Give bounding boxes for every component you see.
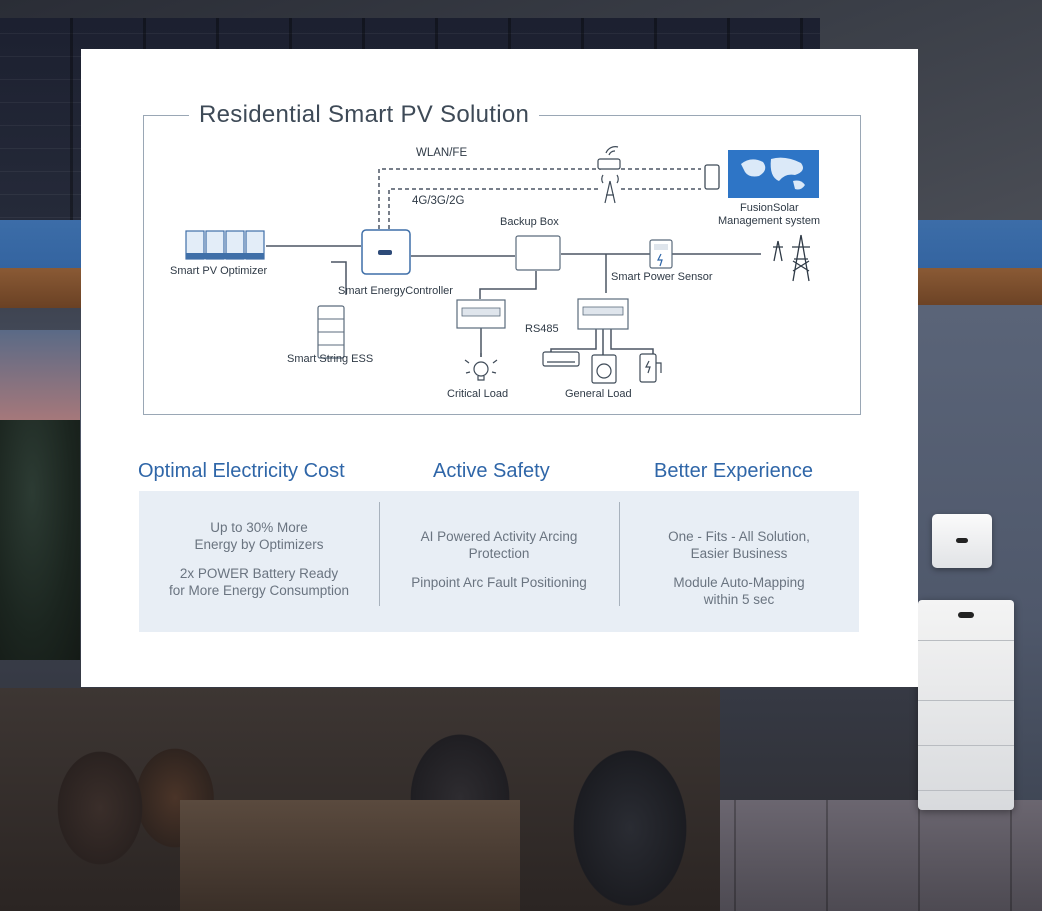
benefit-safety-point-2: Pinpoint Arc Fault Positioning [411,575,587,590]
benefit-title-safety: Active Safety [433,460,550,482]
power-sensor-label: Smart Power Sensor [611,271,713,283]
diagram-title: Residential Smart PV Solution [189,101,540,129]
benefit-safety-point-1: AI Powered Activity Arcing Protection [420,529,578,561]
ess-line [331,261,347,295]
trees [0,420,80,660]
management-system-label: Management system [718,215,821,227]
general-distribution-panel-icon [577,298,629,330]
optimizer-label: Smart PV Optimizer [170,265,268,277]
rs485-label: RS485 [525,323,559,335]
benefit-title-experience: Better Experience [654,460,813,482]
general-load-label: General Load [565,388,632,400]
grid-tower-icon [773,234,810,282]
critical-panel-line [479,271,537,299]
system-diagram [185,146,819,384]
general-load-line-3 [610,329,654,357]
router-icon [597,146,621,170]
ev-charger-icon [639,353,662,383]
benefit-experience-point-1: One - Fits - All Solution, Easier Busine… [668,529,810,561]
washing-machine-icon [591,354,617,384]
fusionsolar-monitor-icon [728,150,819,198]
fusionsolar-label: FusionSolar [740,202,799,214]
dinner-table [180,800,520,911]
wlan-label: WLAN/FE [416,147,468,159]
critical-distribution-panel-icon [456,299,506,329]
cellular-label: 4G/3G/2G [412,195,465,207]
energy-controller-icon [361,229,411,275]
wlan-link [378,168,601,229]
benefit-experience-point-2: Module Auto-Mapping within 5 sec [673,575,805,607]
backup-box-label: Backup Box [500,216,559,228]
benefit-divider [379,502,380,606]
benefit-cost-point-1: Up to 30% More Energy by Optimizers [194,520,324,552]
power-sensor-icon [649,239,673,269]
critical-load-label: Critical Load [447,388,509,400]
phone-icon [704,164,720,190]
solution-card: Residential Smart PV Solution WLAN/FE 4G… [81,49,918,687]
battery-storage-device [918,600,1014,810]
benefits-panel [139,491,859,632]
benefit-divider [619,502,620,606]
benefit-cost-point-2: 2x POWER Battery Ready for More Energy C… [168,566,350,598]
ess-label: Smart String ESS [287,353,374,365]
wall-inverter-device [932,514,992,568]
controller-label: Smart EnergyController [338,285,453,297]
pv-optimizer-icon [185,230,265,260]
benefit-title-cost: Optimal Electricity Cost [138,460,345,482]
string-ess-icon [317,305,345,359]
antenna-icon [601,174,619,204]
light-bulb-icon [464,353,498,381]
backup-box-icon [515,235,561,271]
air-conditioner-icon [542,351,580,367]
